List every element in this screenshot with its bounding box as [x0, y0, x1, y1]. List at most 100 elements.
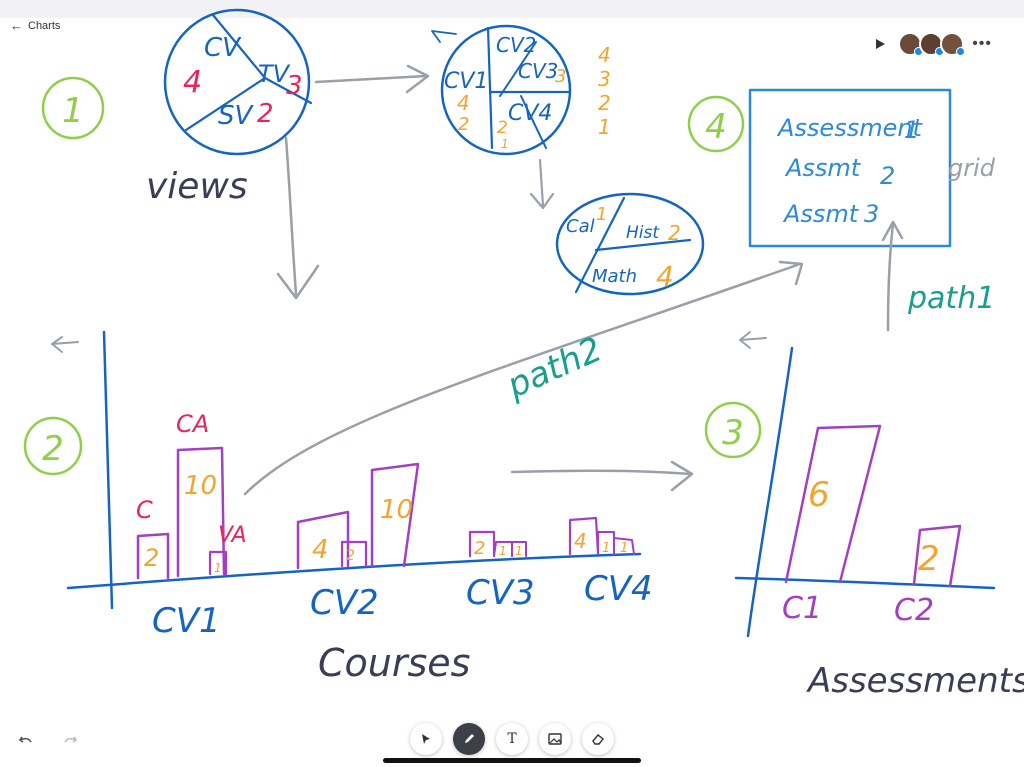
grid-row-3-label: Assmt [782, 200, 860, 228]
arrow-head [529, 192, 555, 210]
pie-label-cv3: CV3 [518, 59, 558, 83]
bar-value-ca: 10 [184, 471, 217, 501]
y-axis [102, 330, 114, 610]
back-label: Charts [28, 19, 61, 32]
path1-arrow [886, 222, 895, 332]
arrow-down [284, 136, 298, 296]
grid-row-2-label: Assmt [784, 154, 862, 182]
pie-label-cv1: CV1 [444, 69, 488, 94]
pie-value-cv2b: 1 [501, 137, 509, 151]
bar-cv2-3 [370, 462, 420, 568]
pie-label-cv2: CV2 [496, 33, 536, 57]
bar-cv1-va [208, 550, 228, 576]
pie-value-cv: 4 [183, 65, 202, 100]
collaboration-controls: ••• [867, 31, 992, 57]
presence-dot [956, 47, 966, 56]
group-label-cv1: CV1 [152, 601, 221, 641]
pie-value-cv3: 3 [555, 66, 566, 87]
bar-value-cv2-2: 2 [346, 548, 355, 564]
assessment-grid-box [748, 88, 952, 248]
grid-row-3-num: 3 [864, 200, 879, 228]
bar-value-c2: 2 [918, 539, 940, 579]
select-tool-button[interactable] [410, 723, 442, 755]
bar-cv2-2 [340, 540, 368, 568]
pie-value-cv2: 2 [497, 118, 508, 138]
pie-label-cv: CV [204, 33, 242, 63]
step1-number: 1 [62, 91, 84, 131]
path2-label: path2 [500, 329, 608, 406]
pie-label-tv: TV [258, 60, 291, 88]
bar-value-cv3-3: 1 [515, 544, 523, 558]
play-button[interactable] [867, 31, 893, 57]
text-tool-button[interactable]: T [496, 723, 528, 755]
grid-side-label: grid [948, 154, 996, 182]
arrow-head [670, 460, 694, 492]
pie-value-math: 4 [656, 260, 674, 293]
bar-value-cv3-2: 1 [499, 544, 507, 558]
bar-value-cv4-3: 1 [620, 541, 628, 556]
bar-label-va: VA [218, 523, 247, 548]
image-tool-button[interactable] [539, 723, 571, 755]
back-arrow-icon: ← [10, 18, 23, 33]
pie-divider [574, 196, 626, 294]
small-back-arrow [739, 331, 767, 349]
subjects-pie-group: Cal 1 Hist 2 Math 4 [555, 192, 705, 296]
step4-number-circle [687, 95, 745, 153]
back-button[interactable]: ← Charts [10, 19, 60, 32]
pie-label-cal: Cal [566, 216, 595, 237]
avatar[interactable] [940, 32, 966, 56]
step2-number: 2 [42, 429, 64, 469]
pie-value-sv: 2 [257, 99, 274, 129]
bar-cv3-3 [511, 541, 527, 557]
pie-label-math: Math [592, 266, 637, 287]
undo-button[interactable] [18, 733, 38, 749]
pie-value-cv1: 4 [457, 91, 470, 115]
bar-cv3-1 [468, 530, 496, 558]
eraser-tool-button[interactable] [582, 723, 614, 755]
courses-pie-group: CV1 4 2 CV2 2 1 CV3 3 CV4 4 3 2 1 [431, 24, 611, 156]
subjects-pie [555, 192, 705, 296]
pie-divider [486, 26, 494, 150]
pie-divider [499, 41, 537, 97]
text-tool-glyph: T [507, 731, 517, 747]
redo-icon [64, 736, 78, 743]
pen-tool-button[interactable] [453, 723, 485, 755]
undo-icon [18, 736, 32, 743]
eraser-icon [592, 734, 604, 745]
bar-cv2-1 [296, 510, 350, 570]
bar-value-cv4-1: 4 [574, 529, 587, 553]
bar-value-va: 1 [214, 561, 222, 575]
history-controls [18, 733, 106, 749]
bar-value-c1: 6 [808, 475, 830, 515]
path2-arrow [243, 262, 802, 496]
grid-row-2-num: 2 [880, 162, 895, 190]
avatar[interactable] [919, 32, 945, 56]
step2-group: 2 C 2 CA 10 VA 1 4 2 10 2 1 1 4 1 1 CV1 [23, 330, 653, 685]
step1-number-circle [41, 76, 105, 140]
bar-value-cv2-1: 4 [312, 535, 329, 565]
more-options-button[interactable]: ••• [972, 35, 992, 52]
pie-value-cv1b: 2 [458, 114, 469, 135]
arrow-head [778, 260, 804, 286]
step3-number-circle [704, 401, 762, 459]
bar-c2 [912, 524, 962, 588]
scale-2: 2 [598, 91, 611, 115]
bar-cv4-3 [613, 537, 635, 555]
bar-c1 [784, 424, 882, 584]
bar-label-c1: C1 [782, 591, 822, 626]
small-back-arrow [431, 30, 457, 43]
group-label-cv2: CV2 [310, 583, 379, 623]
play-icon [876, 39, 886, 49]
pie-label-cv4: CV4 [508, 101, 552, 126]
x-axis [66, 552, 642, 590]
redo-button[interactable] [62, 733, 82, 749]
x-axis [734, 576, 996, 590]
arrow-head [276, 264, 320, 300]
courses-pie [440, 24, 572, 156]
step2-number-circle [23, 416, 83, 476]
step3-group: 3 6 2 C1 C2 Assessments [704, 331, 1024, 701]
grid-row-1-label: Assessment [776, 114, 924, 142]
pie-label-sv: SV [218, 101, 255, 131]
drawing-toolbar: T [410, 723, 625, 755]
